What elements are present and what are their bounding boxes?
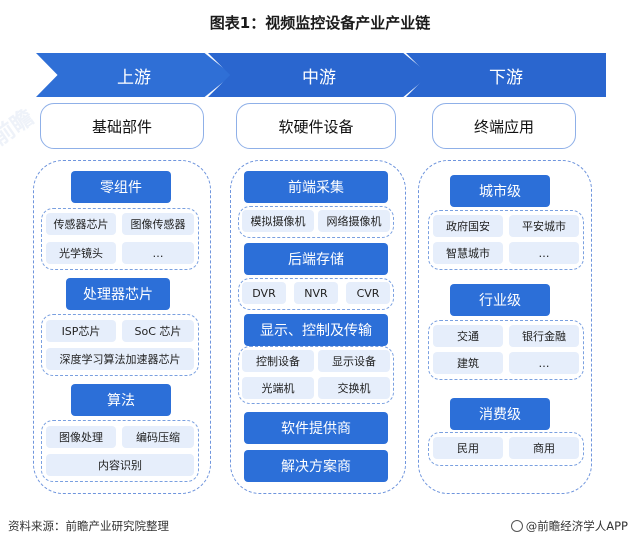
brand-credit: @前瞻经济学人APP — [510, 518, 628, 534]
item-analog-camera: 模拟摄像机 — [242, 210, 314, 232]
watermark: 前瞻 — [0, 105, 39, 151]
item-nvr: NVR — [294, 282, 338, 304]
item-dvr: DVR — [242, 282, 286, 304]
item-more: … — [122, 242, 194, 264]
section-industry-level: 行业级 — [450, 284, 550, 316]
brand-logo-icon — [510, 520, 523, 532]
item-optical-transceiver: 光端机 — [242, 377, 314, 399]
item-safe-city: 平安城市 — [509, 215, 579, 237]
section-consumer-level: 消费级 — [450, 398, 550, 430]
item-network-camera: 网络摄像机 — [318, 210, 390, 232]
item-government-security: 政府国安 — [433, 215, 503, 237]
section-city-level: 城市级 — [450, 175, 550, 207]
item-isp-chip: ISP芯片 — [46, 320, 116, 342]
section-software-provider: 软件提供商 — [244, 412, 388, 444]
item-more: … — [509, 352, 579, 374]
item-smart-city: 智慧城市 — [433, 242, 503, 264]
stage-downstream-arrow: 下游 — [406, 53, 606, 97]
item-optical-lens: 光学镜头 — [46, 242, 116, 264]
item-display-device: 显示设备 — [318, 350, 390, 372]
item-image-processing: 图像处理 — [46, 426, 116, 448]
section-components: 零组件 — [71, 171, 171, 203]
item-content-recognition: 内容识别 — [46, 454, 194, 476]
upstream-header: 基础部件 — [40, 103, 204, 149]
section-back-end-storage: 后端存储 — [244, 243, 388, 275]
source-note: 资料来源：前瞻产业研究院整理 — [8, 519, 169, 533]
stage-midstream-arrow: 中游 — [208, 53, 430, 97]
section-processor-chips: 处理器芯片 — [66, 278, 170, 310]
item-cvr: CVR — [346, 282, 390, 304]
brand-text: @前瞻经济学人APP — [525, 519, 628, 533]
section-front-end-capture: 前端采集 — [244, 171, 388, 203]
item-soc-chip: SoC 芯片 — [122, 320, 194, 342]
item-transportation: 交通 — [433, 325, 503, 347]
item-switch: 交换机 — [318, 377, 390, 399]
midstream-header: 软硬件设备 — [236, 103, 396, 149]
item-more: … — [509, 242, 579, 264]
item-banking-finance: 银行金融 — [509, 325, 579, 347]
section-solution-provider: 解决方案商 — [244, 450, 388, 482]
item-sensor-chip: 传感器芯片 — [46, 213, 116, 235]
item-encoding-compression: 编码压缩 — [122, 426, 194, 448]
item-image-sensor: 图像传感器 — [122, 213, 194, 235]
stage-upstream-arrow: 上游 — [36, 53, 232, 97]
section-display-control-transmission: 显示、控制及传输 — [244, 314, 388, 346]
chart-title: 图表1：视频监控设备产业产业链 — [209, 14, 431, 32]
section-algorithm: 算法 — [71, 384, 171, 416]
item-civil-use: 民用 — [433, 437, 503, 459]
downstream-header: 终端应用 — [432, 103, 576, 149]
item-control-device: 控制设备 — [242, 350, 314, 372]
item-commercial-use: 商用 — [509, 437, 579, 459]
item-dl-accelerator-chip: 深度学习算法加速器芯片 — [46, 348, 194, 370]
item-construction: 建筑 — [433, 352, 503, 374]
